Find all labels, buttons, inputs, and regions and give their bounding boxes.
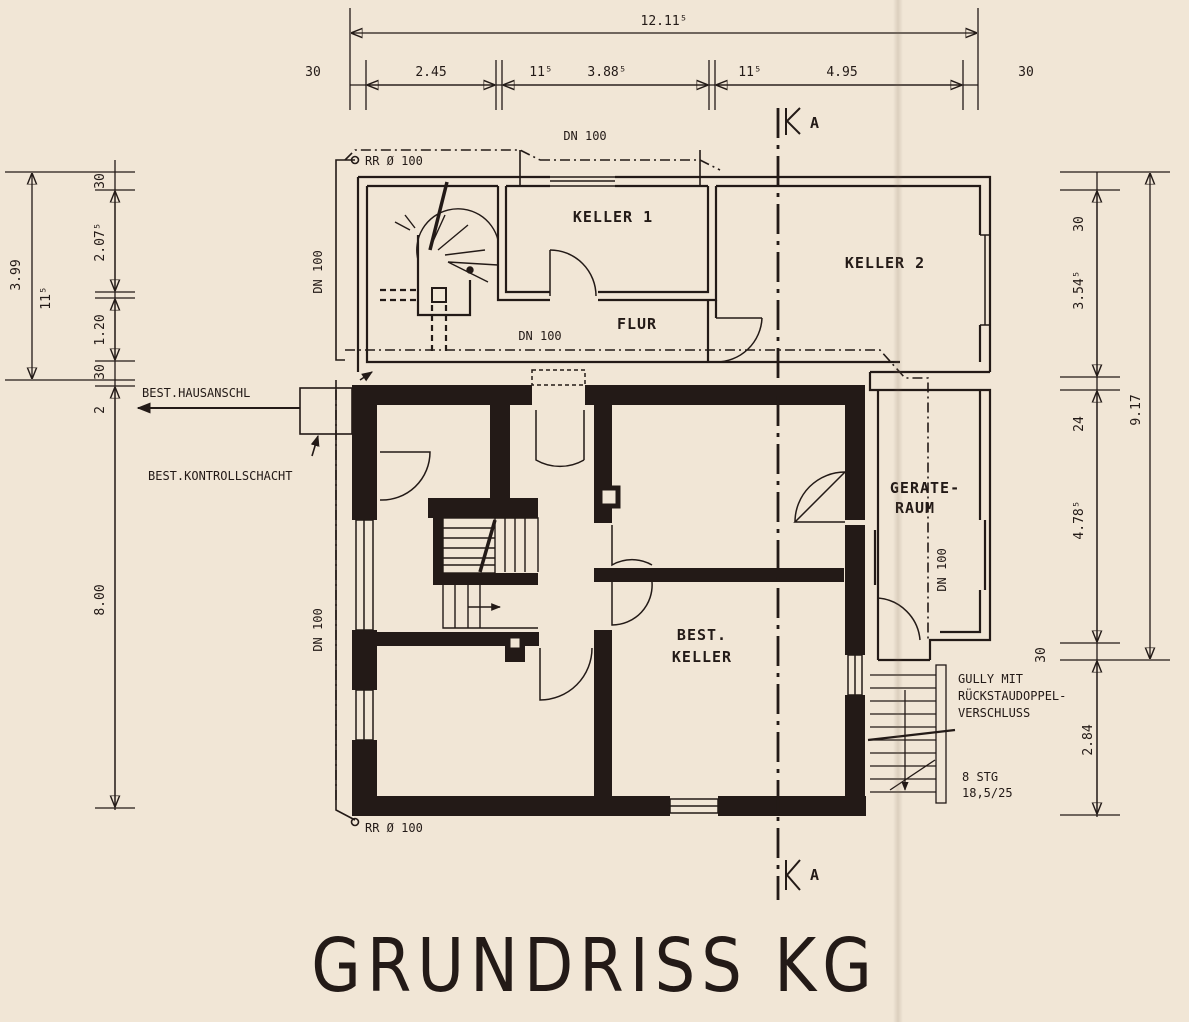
dim-top-seg: 11⁵	[529, 65, 552, 80]
dim-left-lower: 8.00	[93, 584, 108, 615]
dimension-top	[349, 8, 979, 110]
annotation-gully-3: VERSCHLUSS	[958, 706, 1030, 720]
pillars	[505, 485, 621, 653]
room-label-best-keller-1: BEST.	[677, 626, 727, 644]
dim-right-seg: 30	[1072, 216, 1087, 232]
annotation-rr-bottom: RR Ø 100	[365, 821, 423, 835]
dimension-left	[5, 160, 135, 810]
dim-right-seg: 30	[1034, 647, 1049, 663]
dim-top-edge-right: 30	[1018, 65, 1034, 80]
door-swings-top	[549, 249, 763, 363]
annotation-dn-top: DN 100	[563, 129, 606, 143]
spiral-stair-icon	[394, 181, 499, 283]
main-walls	[352, 385, 866, 816]
paper-fold	[893, 0, 903, 1022]
annotation-dn-left-lower: DN 100	[311, 608, 325, 651]
annotation-dn-flur: DN 100	[518, 329, 561, 343]
dim-right-overall: 9.17	[1129, 394, 1144, 425]
geraeteraum-walls	[868, 372, 992, 662]
drainage-lines	[335, 149, 929, 827]
dim-left-seg: 1.20	[93, 314, 108, 345]
dim-left-overall: 3.99	[9, 259, 24, 290]
dim-right-seg: 3.54⁵	[1072, 270, 1087, 309]
dim-top-seg: 11⁵	[738, 65, 761, 80]
windows-top	[550, 176, 990, 326]
room-label-keller-1: KELLER 1	[573, 208, 653, 226]
annotation-dn-left-upper: DN 100	[311, 250, 325, 293]
dim-right-seg: 4.78⁵	[1072, 500, 1087, 539]
room-label-geraeteraum-2: RAUM	[895, 499, 935, 517]
annotation-rr-top: RR Ø 100	[365, 154, 423, 168]
room-label-best-keller-2: KELLER	[672, 648, 732, 666]
room-label-flur: FLUR	[617, 315, 657, 333]
dim-right-seg: 24	[1072, 416, 1087, 432]
stair-icon	[442, 517, 539, 629]
section-label-bottom: A	[810, 866, 820, 884]
room-label-keller-2: KELLER 2	[845, 254, 925, 272]
door-swings-main	[379, 410, 921, 701]
dim-top-seg: 2.45	[415, 65, 446, 80]
dim-right-seg: 2.84	[1081, 724, 1096, 755]
dimension-right	[1060, 171, 1170, 817]
annotation-stairs-count: 8 STG	[962, 770, 998, 784]
annotation-gully-2: RÜCKSTAUDOPPEL-	[958, 687, 1066, 703]
section-marker-top	[785, 107, 801, 135]
dim-left-seg: 30	[93, 364, 108, 380]
dim-left-seg: 30	[93, 173, 108, 189]
dim-top-edge-left: 30	[305, 65, 321, 80]
annotation-dn-geraeteraum: DN 100	[935, 548, 949, 591]
dim-left-seg: 2	[93, 406, 108, 414]
windows-main	[355, 369, 863, 814]
dim-top-seg: 4.95	[826, 65, 857, 80]
dim-left-seg: 2.07⁵	[93, 222, 108, 261]
house-connection	[136, 371, 373, 457]
annotation-kontrollschacht: BEST.KONTROLLSCHACHT	[148, 469, 293, 483]
exterior-stair-icon	[867, 664, 956, 804]
dim-top-seg: 3.88⁵	[587, 65, 626, 80]
annotation-hausanschluss: BEST.HAUSANSCHL	[142, 386, 250, 400]
page-title: GRUNDRISS KG	[311, 924, 878, 1010]
dim-left-seg: 11⁵	[39, 286, 54, 309]
dim-top-overall: 12.11⁵	[641, 14, 688, 29]
section-marker-bottom	[785, 859, 801, 891]
room-label-geraeteraum-1: GERATE-	[890, 479, 960, 497]
annotation-stairs-ratio: 18,5/25	[962, 786, 1013, 800]
annotation-gully-1: GULLY MIT	[958, 672, 1023, 686]
section-label-top: A	[810, 114, 820, 132]
